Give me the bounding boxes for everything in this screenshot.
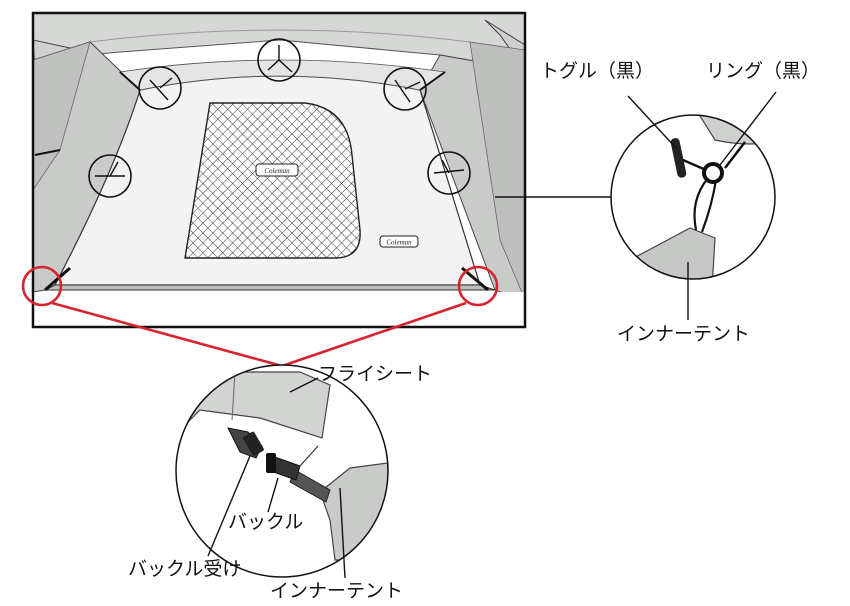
wall-logo: Coleman: [379, 235, 419, 248]
toggle-ring-detail-frame: [610, 114, 776, 280]
toggle-ring-detail: [610, 114, 776, 280]
toggle-marker-top: [257, 38, 301, 82]
buckle-marker-left: [21, 265, 63, 307]
svg-text:Coleman: Coleman: [264, 167, 290, 175]
buckle-detail: [175, 364, 389, 578]
label-ring: リング（黒）: [706, 60, 820, 82]
bottom-label-leaders: [207, 377, 346, 579]
photo-frame: [31, 11, 527, 329]
label-fly-sheet: フライシート: [318, 363, 432, 385]
toggle-marker-right-lower: [427, 151, 471, 195]
ring-piece: [702, 162, 724, 184]
svg-text:Coleman: Coleman: [386, 239, 412, 247]
label-buckle: バックル: [228, 511, 303, 533]
label-toggle: トグル（黒）: [540, 60, 654, 82]
toggle-piece: [670, 138, 687, 178]
label-inner-tent-bottom: インナーテント: [270, 580, 403, 602]
toggle-marker-right-upper: [383, 67, 427, 111]
window-logo: Coleman: [255, 163, 299, 177]
toggle-point-markers: [88, 38, 471, 198]
label-inner-tent-right: インナーテント: [617, 323, 750, 345]
label-buckle-receiver: バックル受け: [128, 558, 241, 580]
toggle-marker-left-upper: [138, 66, 182, 110]
buckle-detail-frame: [175, 364, 389, 578]
tent-interior-view: Coleman Coleman: [21, 11, 527, 329]
mesh-window: [184, 102, 361, 259]
buckle-marker-right: [457, 265, 499, 307]
buckle-callout-lines: [51, 301, 467, 368]
toggle-marker-left-lower: [88, 154, 132, 198]
right-label-leaders: [627, 91, 777, 320]
